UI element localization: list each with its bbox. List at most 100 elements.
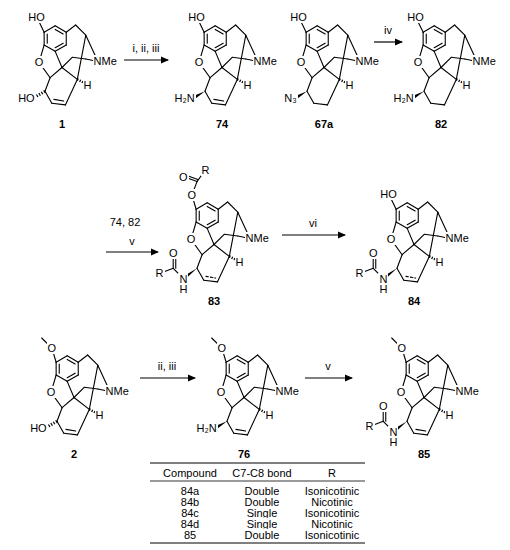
reaction-arrow (106, 251, 158, 252)
bond-line (237, 373, 245, 378)
bond-line (55, 26, 66, 32)
bond-line (214, 245, 229, 257)
bond-line (434, 26, 445, 32)
bond-line (226, 362, 227, 375)
bond-line (397, 268, 404, 280)
bond-line (207, 203, 218, 209)
atom-label: O (178, 171, 189, 183)
bond-line (67, 359, 75, 364)
bond-line (237, 35, 246, 79)
bond-line (434, 43, 442, 48)
bond-line (324, 57, 334, 67)
bond-line (215, 45, 226, 51)
atom-label: O (386, 233, 397, 245)
table-rule (150, 463, 365, 464)
bond-line (306, 32, 307, 45)
atom-label: H (388, 436, 398, 448)
bond-line (47, 34, 48, 43)
bond-line (439, 365, 448, 409)
atom-label: O (187, 189, 198, 201)
bond-line (429, 68, 441, 78)
bond-line (424, 78, 429, 92)
bond-line (210, 68, 222, 78)
compound-number: 84 (407, 295, 421, 307)
bond-line (418, 202, 427, 209)
bond-line (88, 355, 98, 365)
compound-number: 67a (314, 118, 334, 130)
compound-number: 83 (207, 295, 221, 307)
bond-line (396, 222, 407, 228)
atom-label: O (168, 247, 179, 259)
bond-line (407, 408, 412, 422)
atom-label: HO (289, 11, 308, 23)
bond-line (62, 398, 74, 408)
atom-label: R (355, 267, 365, 279)
bond-line (218, 209, 219, 222)
bond-line (434, 387, 448, 389)
bond-line (407, 203, 418, 209)
bond-line (409, 364, 410, 373)
atom-label: O (396, 386, 407, 398)
bond-line (227, 408, 232, 422)
atom-label: O (47, 342, 58, 354)
bond-line (199, 211, 200, 220)
bond-line (74, 387, 84, 397)
bond-line (232, 57, 246, 59)
bond-line (44, 45, 55, 51)
bond-line (197, 268, 204, 280)
bond-line (227, 421, 234, 433)
compound-number: 74 (215, 118, 229, 130)
bond-line (451, 57, 465, 59)
compound-number: 2 (70, 448, 78, 460)
bond-line (229, 212, 238, 256)
bond-line (207, 222, 218, 228)
reagent-label: ii, iii (157, 360, 177, 372)
bond-line (56, 375, 67, 381)
atom-label: NMe (472, 55, 497, 67)
bond-line (338, 25, 348, 35)
bond-line (417, 375, 428, 381)
bond-line (215, 43, 223, 48)
atom-label: O (186, 233, 197, 245)
table-cell: Double (244, 529, 281, 541)
atom-label: H (462, 79, 472, 91)
bond-line (56, 362, 57, 375)
bond-line (431, 103, 445, 105)
bond-line (66, 32, 67, 45)
bond-line (67, 375, 78, 381)
bond-line (66, 429, 76, 431)
bond-line (55, 43, 63, 48)
bond-line (89, 365, 98, 409)
bond-line (62, 68, 77, 80)
atom-label: NMe (105, 385, 130, 397)
atom-label: HO (187, 11, 206, 23)
bond-line (207, 220, 215, 225)
atom-label: H (95, 409, 105, 421)
bond-line (207, 206, 215, 211)
table-cell: R (327, 467, 337, 479)
bond-line (214, 99, 224, 101)
compound-number: 82 (434, 118, 448, 130)
bond-line (228, 202, 238, 212)
bond-line (427, 409, 439, 435)
atom-label: H₂N (392, 92, 414, 104)
table-cell: C7-C8 bond (231, 467, 292, 479)
atom-label: HO (29, 422, 48, 434)
reaction-arrow (282, 234, 345, 235)
bond-line (206, 276, 216, 278)
bond-line (417, 381, 424, 397)
bond-line (222, 68, 237, 80)
atom-label: O (34, 56, 45, 68)
atom-label: NMe (445, 232, 470, 244)
atom-label: H (265, 409, 275, 421)
atom-label: H (345, 79, 355, 91)
bond-line (434, 45, 445, 51)
atom-label: O (216, 386, 227, 398)
reagent-label: v (128, 235, 136, 247)
bond-line (55, 51, 62, 67)
bond-line (59, 364, 60, 373)
bond-line (244, 398, 259, 410)
bond-line (324, 68, 339, 80)
bond-line (317, 51, 324, 67)
